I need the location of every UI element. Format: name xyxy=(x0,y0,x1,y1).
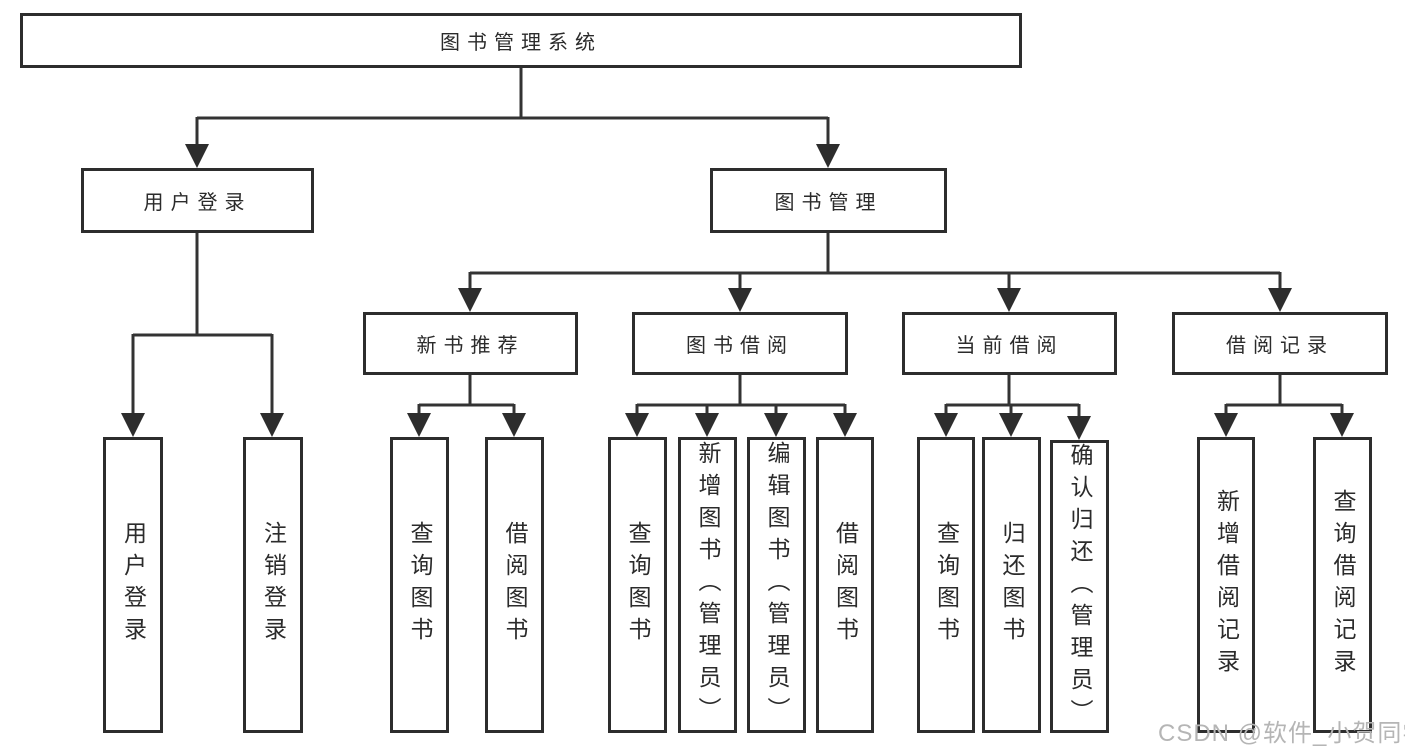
node-label: 查询图书 xyxy=(933,521,960,649)
connector-user-login-to-leaves xyxy=(121,233,284,437)
leaf-add-borrow-record: 新增借阅记录 xyxy=(1197,437,1255,733)
node-label: 图书管理 xyxy=(774,192,883,214)
node-label: 确认归还（管理员） xyxy=(1067,442,1093,731)
leaf-query-books-2: 查询图书 xyxy=(608,437,667,733)
node-label: 注销登录 xyxy=(260,521,287,649)
connector-new-book-rec-to-leaves xyxy=(407,375,526,437)
leaf-logout: 注销登录 xyxy=(243,437,303,733)
connector-current-borrow-to-leaves xyxy=(934,375,1091,440)
node-label: 查询借阅记录 xyxy=(1330,489,1356,681)
leaf-return-books: 归还图书 xyxy=(982,437,1041,733)
node-label: 新书推荐 xyxy=(416,335,525,357)
leaf-query-books-3: 查询图书 xyxy=(917,437,975,733)
node-book-management: 图书管理 xyxy=(710,168,947,233)
node-label: 用户登录 xyxy=(143,192,252,214)
node-label: 借阅图书 xyxy=(502,521,528,649)
node-user-login: 用户登录 xyxy=(81,168,314,233)
node-new-book-recommend: 新书推荐 xyxy=(363,312,578,375)
node-label: 查询图书 xyxy=(407,521,433,649)
leaf-confirm-return-admin: 确认归还（管理员） xyxy=(1050,440,1109,733)
leaf-borrow-books-2: 借阅图书 xyxy=(816,437,874,733)
node-label: 查询图书 xyxy=(625,521,651,649)
connector-book-borrow-to-leaves xyxy=(625,375,857,437)
leaf-user-login: 用户登录 xyxy=(103,437,163,733)
node-label: 借阅图书 xyxy=(832,521,859,649)
node-label: 新增图书（管理员） xyxy=(695,441,721,729)
leaf-query-books-1: 查询图书 xyxy=(390,437,449,733)
node-label: 用户登录 xyxy=(120,521,147,649)
node-current-borrowing: 当前借阅 xyxy=(902,312,1117,375)
csdn-watermark: CSDN @软件_小贺同学 xyxy=(1158,720,1405,747)
node-label: 归还图书 xyxy=(999,521,1025,649)
node-root-library-system: 图书管理系统 xyxy=(20,13,1022,68)
node-label: 当前借阅 xyxy=(955,335,1064,357)
connector-borrow-records-to-leaves xyxy=(1214,375,1354,437)
node-label: 图书管理系统 xyxy=(440,32,602,54)
node-label: 借阅记录 xyxy=(1226,335,1334,357)
leaf-edit-books-admin: 编辑图书（管理员） xyxy=(747,437,806,733)
node-label: 图书借阅 xyxy=(686,335,794,357)
connector-book-mgmt-to-level3 xyxy=(458,233,1292,312)
node-label: 新增借阅记录 xyxy=(1213,489,1240,681)
node-label: 编辑图书（管理员） xyxy=(764,441,790,729)
node-book-borrowing: 图书借阅 xyxy=(632,312,848,375)
leaf-add-books-admin: 新增图书（管理员） xyxy=(678,437,737,733)
leaf-borrow-books-1: 借阅图书 xyxy=(485,437,544,733)
connector-root-to-level2 xyxy=(185,68,840,168)
leaf-query-borrow-record: 查询借阅记录 xyxy=(1313,437,1372,733)
node-borrowing-records: 借阅记录 xyxy=(1172,312,1388,375)
